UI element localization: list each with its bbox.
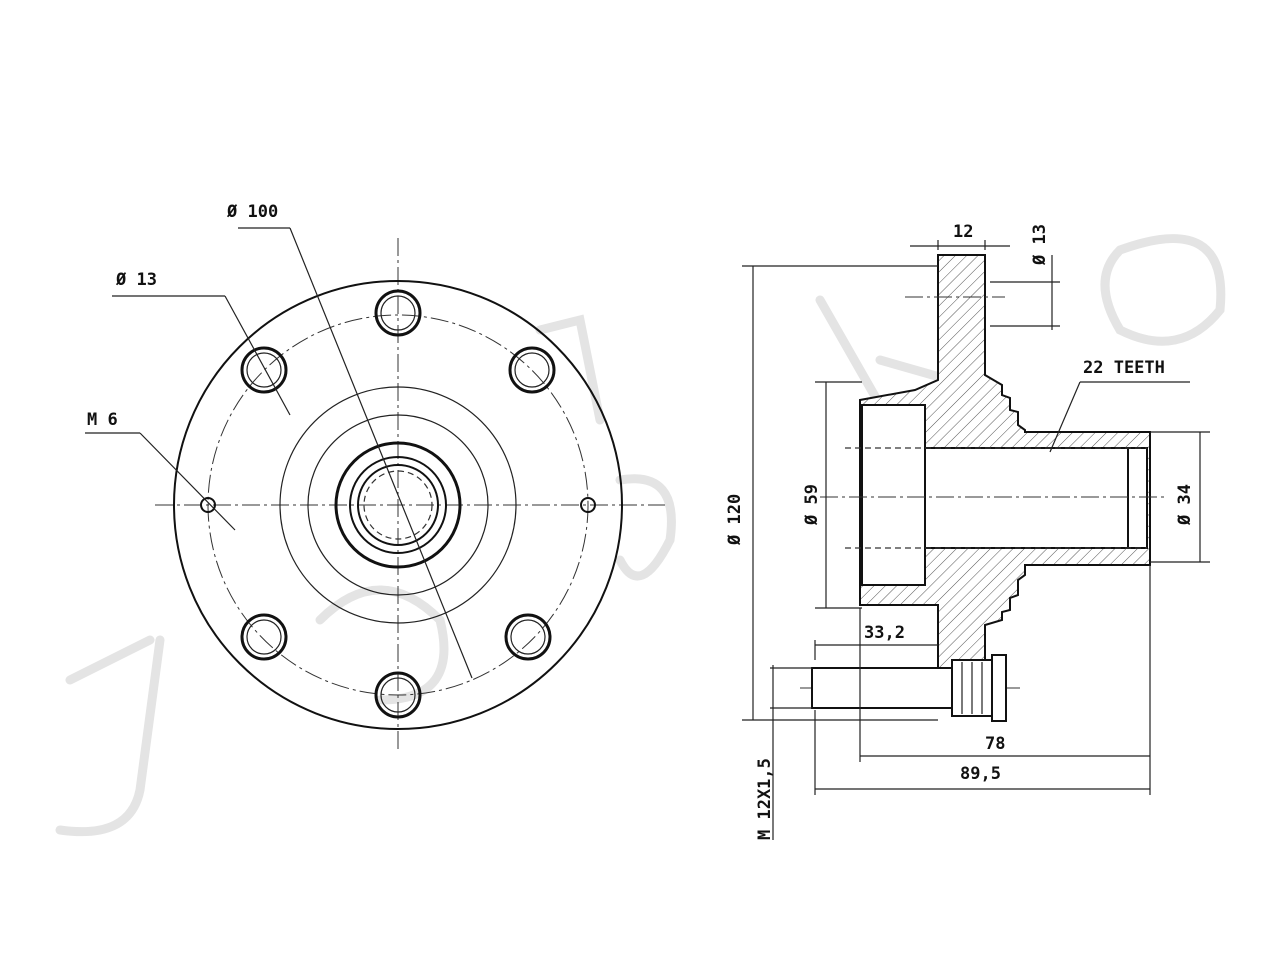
brand-watermark	[55, 234, 1226, 837]
dim-outer-dia-label: Ø 120	[725, 494, 745, 546]
dim-hole-label: Ø 13	[115, 270, 157, 290]
dim-thread-label: M 6	[87, 410, 118, 430]
dim-pcd-label: Ø 100	[226, 202, 278, 222]
dim-side-hole-label: Ø 13	[1030, 224, 1050, 266]
front-view: Ø 100 Ø 13 M 6	[85, 202, 665, 752]
dim-offset-label: 33,2	[864, 623, 905, 643]
dim-spigot-dia-label: Ø 59	[802, 484, 822, 526]
bolt-hole-group	[240, 289, 556, 719]
dim-length-895-label: 89,5	[960, 764, 1001, 784]
dim-teeth-label: 22 TEETH	[1083, 358, 1165, 378]
dim-stud-thread-label: M 12X1,5	[755, 758, 775, 840]
dim-length-78-label: 78	[985, 734, 1005, 754]
wheel-stud	[811, 654, 1007, 722]
dim-bore-dia-label: Ø 34	[1175, 484, 1195, 526]
side-view: 12 Ø 13 22 TEETH Ø 120 Ø 59 Ø 34 33,2	[725, 222, 1210, 840]
dim-flange-thickness-label: 12	[953, 222, 973, 242]
